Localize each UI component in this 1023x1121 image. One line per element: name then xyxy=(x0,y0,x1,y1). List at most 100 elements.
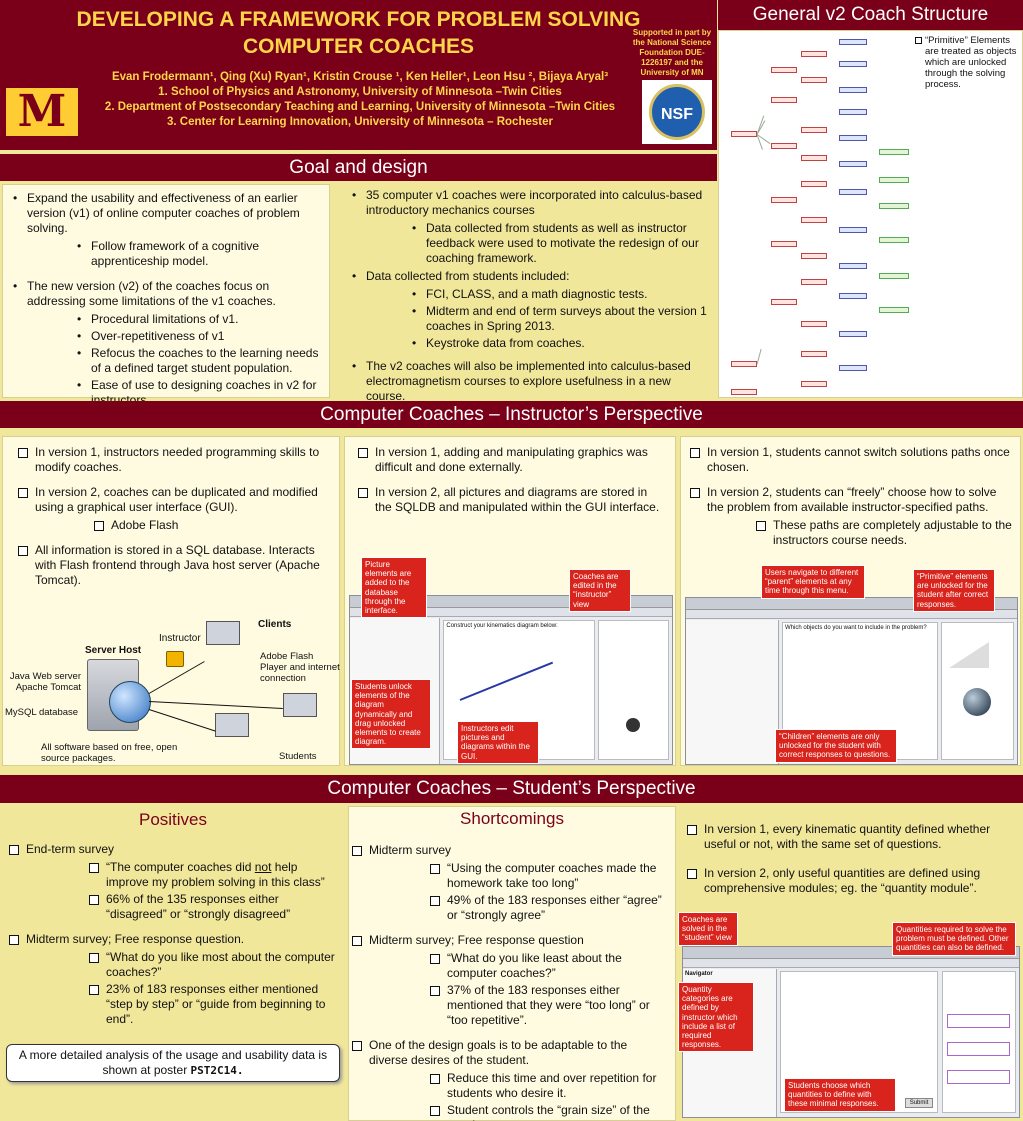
tree-node xyxy=(771,299,797,305)
tree-node xyxy=(801,127,827,133)
tree-node xyxy=(771,67,797,73)
poster-reference-box: A more detailed analysis of the usage an… xyxy=(6,1044,340,1082)
tree-node xyxy=(801,351,827,357)
screenshot-side xyxy=(597,620,669,760)
tree-link xyxy=(756,348,762,365)
quantity-card xyxy=(947,1042,1011,1056)
tree-node xyxy=(879,203,909,209)
goal-left-panel: Expand the usability and effectiveness o… xyxy=(2,184,330,407)
tree-node xyxy=(839,189,867,195)
nsf-logo: NSF xyxy=(642,80,712,144)
screenshot-side xyxy=(940,622,1014,760)
poster-title: DEVELOPING A FRAMEWORK FOR PROBLEM SOLVI… xyxy=(76,8,641,58)
goal-right-list: 35 computer v1 coaches were incorporated… xyxy=(340,184,716,404)
positives-list: End-term survey “The computer coaches di… xyxy=(0,830,346,1027)
tree-node xyxy=(731,361,757,367)
tree-node xyxy=(771,97,797,103)
tree-node xyxy=(879,177,909,183)
ball-icon xyxy=(626,717,641,732)
quantity-card xyxy=(947,1070,1011,1084)
java-label: Java Web server Apache Tomcat xyxy=(9,671,81,693)
instructor-label: Instructor xyxy=(159,633,201,644)
student-right-panel: In version 1, every kinematic quantity d… xyxy=(678,806,1023,1121)
structure-panel: “Primitive” Elements are treated as obje… xyxy=(718,30,1023,398)
tree-node xyxy=(801,181,827,187)
checkbox-icon xyxy=(915,37,922,44)
tree-node xyxy=(839,263,867,269)
tree-node xyxy=(771,197,797,203)
shortcomings-panel: Shortcomings Midterm survey “Using the c… xyxy=(348,806,676,1121)
callout-minimal-responses: Students choose which quantities to defi… xyxy=(784,1078,896,1112)
ball-icon xyxy=(963,688,992,717)
tree-node xyxy=(731,389,757,395)
tree-node xyxy=(839,293,867,299)
tree-node xyxy=(839,227,867,233)
tree-node xyxy=(839,331,867,337)
callout-instructors-edit: Instructors edit pictures and diagrams w… xyxy=(457,721,539,764)
tree-node xyxy=(801,51,827,57)
goal-right-panel: 35 computer v1 coaches were incorporated… xyxy=(340,184,716,403)
positives-panel: Positives End-term survey “The computer … xyxy=(0,806,346,1121)
tree-node xyxy=(801,77,827,83)
clients-label: Clients xyxy=(258,619,292,630)
support-note: Supported in part by the National Scienc… xyxy=(632,28,712,77)
computer-icon xyxy=(215,713,249,737)
shortcomings-list: Midterm survey “Using the computer coach… xyxy=(349,829,675,1121)
tree-node xyxy=(801,279,827,285)
tree-node xyxy=(879,149,909,155)
submit-button[interactable]: Submit xyxy=(904,1098,934,1108)
callout-parent-menu: Users navigate to different “parent” ele… xyxy=(761,565,865,599)
screenshot-side xyxy=(941,971,1016,1113)
quantity-card xyxy=(947,1014,1011,1028)
students-label: Students xyxy=(279,751,317,762)
structure-header: General v2 Coach Structure xyxy=(718,0,1023,30)
instructor-col1-list: In version 1, instructors needed program… xyxy=(3,437,339,588)
umn-logo: M xyxy=(6,88,78,136)
tree-node xyxy=(839,109,867,115)
student-right-list: In version 1, every kinematic quantity d… xyxy=(680,806,1023,896)
ramp-icon xyxy=(948,642,989,669)
callout-instructor-view: Coaches are edited in the “instructor” v… xyxy=(569,569,631,612)
callout-quantity-categories: Quantity categories are defined by instr… xyxy=(678,982,754,1053)
tree-node xyxy=(801,155,827,161)
lock-icon xyxy=(166,651,184,667)
tree-node xyxy=(801,381,827,387)
instructor-col3: In version 1, students cannot switch sol… xyxy=(680,436,1021,766)
tree-node xyxy=(879,273,909,279)
instructor-header: Computer Coaches – Instructor’s Perspect… xyxy=(0,401,1023,428)
tree-node xyxy=(801,253,827,259)
callout-children-unlocked: “Children” elements are only unlocked fo… xyxy=(775,729,897,763)
instructor-col2: In version 1, adding and manipulating gr… xyxy=(344,436,676,766)
callout-students-unlock: Students unlock elements of the diagram … xyxy=(351,679,431,750)
mysql-label: MySQL database xyxy=(5,707,79,718)
tree-node xyxy=(801,217,827,223)
callout-student-view: Coaches are solved in the “student” view xyxy=(678,912,738,946)
tree-node xyxy=(839,39,867,45)
tree-node xyxy=(839,135,867,141)
instructor-col2-list: In version 1, adding and manipulating gr… xyxy=(345,437,675,515)
network-link xyxy=(148,709,216,732)
structure-tree xyxy=(719,31,919,399)
tree-node xyxy=(801,321,827,327)
tree-node xyxy=(879,237,909,243)
vector-arrow xyxy=(460,661,554,701)
student-paths-screenshot: Which objects do you want to include in … xyxy=(685,597,1018,765)
shortcomings-title: Shortcomings xyxy=(460,809,564,828)
tree-node xyxy=(839,87,867,93)
tree-node xyxy=(839,365,867,371)
instructor-col1: In version 1, instructors needed program… xyxy=(2,436,340,766)
tree-node xyxy=(879,307,909,313)
screenshot-nav xyxy=(686,620,779,764)
computer-icon xyxy=(283,693,317,717)
authors: Evan Frodermann¹, Qing (Xu) Ryan¹, Krist… xyxy=(104,71,616,128)
primitive-note: “Primitive” Elements are treated as obje… xyxy=(915,35,1019,90)
poster-header: DEVELOPING A FRAMEWORK FOR PROBLEM SOLVI… xyxy=(0,0,717,150)
tree-node xyxy=(839,61,867,67)
tree-root xyxy=(731,131,757,137)
network-link xyxy=(148,701,283,710)
goal-header: Goal and design xyxy=(0,154,717,181)
server-host-label: Server Host xyxy=(85,645,142,656)
tree-node xyxy=(771,143,797,149)
tree-node xyxy=(771,241,797,247)
student-header: Computer Coaches – Student’s Perspective xyxy=(0,775,1023,803)
